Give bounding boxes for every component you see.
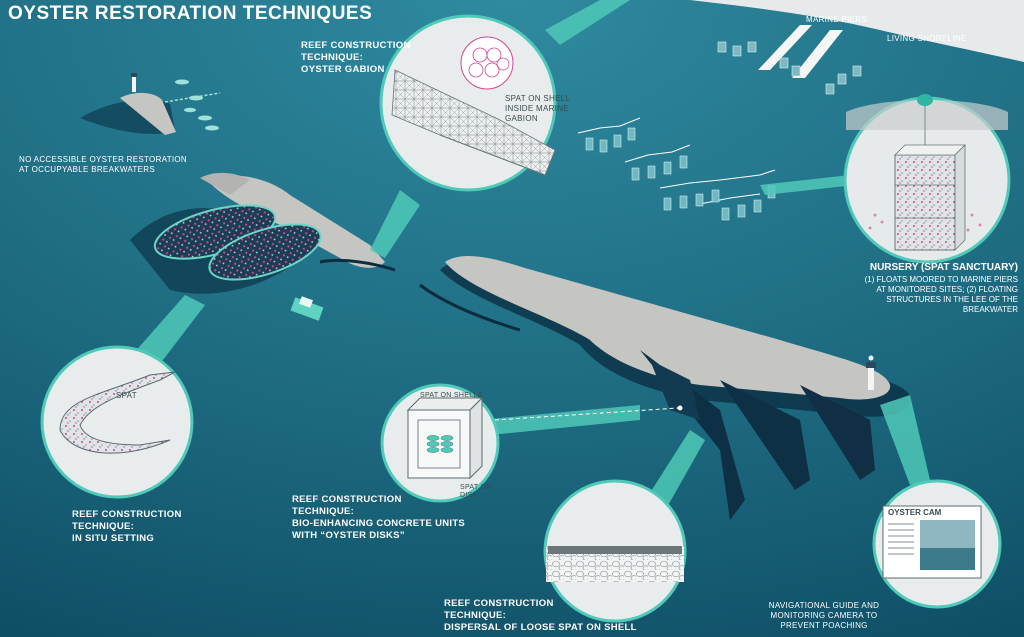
navigation-lighthouse	[866, 355, 876, 390]
lighthouse-small	[131, 73, 137, 92]
marine-piers	[758, 25, 843, 78]
marine-piers-label: MARINE PIERS	[806, 15, 867, 24]
oyster-cam-circle	[872, 479, 1002, 609]
nursery-label: NURSERY (SPAT SANCTUARY) (1) FLOATS MOOR…	[864, 262, 1018, 314]
navigation-label: NAVIGATIONAL GUIDE AND MONITORING CAMERA…	[768, 601, 880, 630]
insitu-label: REEF CONSTRUCTION TECHNIQUE: IN SITU SET…	[72, 509, 182, 544]
living-shoreline-label: LIVING SHORELINE	[887, 34, 967, 43]
floating-nurseries	[577, 117, 776, 205]
spat-on-disk-label: SPAT ON DISK	[460, 484, 492, 499]
left-breakwater	[130, 172, 396, 294]
no-access-label: NO ACCESSIBLE OYSTER RESTORATION AT OCCU…	[19, 155, 188, 174]
main-breakwater	[419, 256, 911, 520]
bio-concrete-label: REEF CONSTRUCTION TECHNIQUE: BIO-ENHANCI…	[292, 494, 466, 541]
page-title: OYSTER RESTORATION TECHNIQUES	[8, 3, 373, 24]
spat-on-shells-label: SPAT ON SHELLS	[420, 392, 483, 399]
spat-label: SPAT	[116, 391, 137, 400]
shoreline	[690, 0, 1024, 62]
gabion-detail-circle	[379, 14, 557, 192]
pier-floats	[717, 41, 862, 95]
work-boat	[290, 296, 324, 321]
dispersal-label: REEF CONSTRUCTION TECHNIQUE: DISPERSAL O…	[444, 598, 637, 633]
dispersal-detail-circle	[543, 479, 687, 623]
nursery-detail-circle	[843, 94, 1011, 264]
oyster-cam-label: OYSTER CAM	[888, 508, 942, 517]
insitu-detail-circle	[40, 345, 194, 499]
gabion-label: REEF CONSTRUCTION TECHNIQUE: OYSTER GABI…	[301, 40, 411, 75]
concrete-unit-circle	[380, 383, 500, 503]
spat-gabion-label: SPAT ON SHELL INSIDE MARINE GABION	[505, 94, 571, 123]
